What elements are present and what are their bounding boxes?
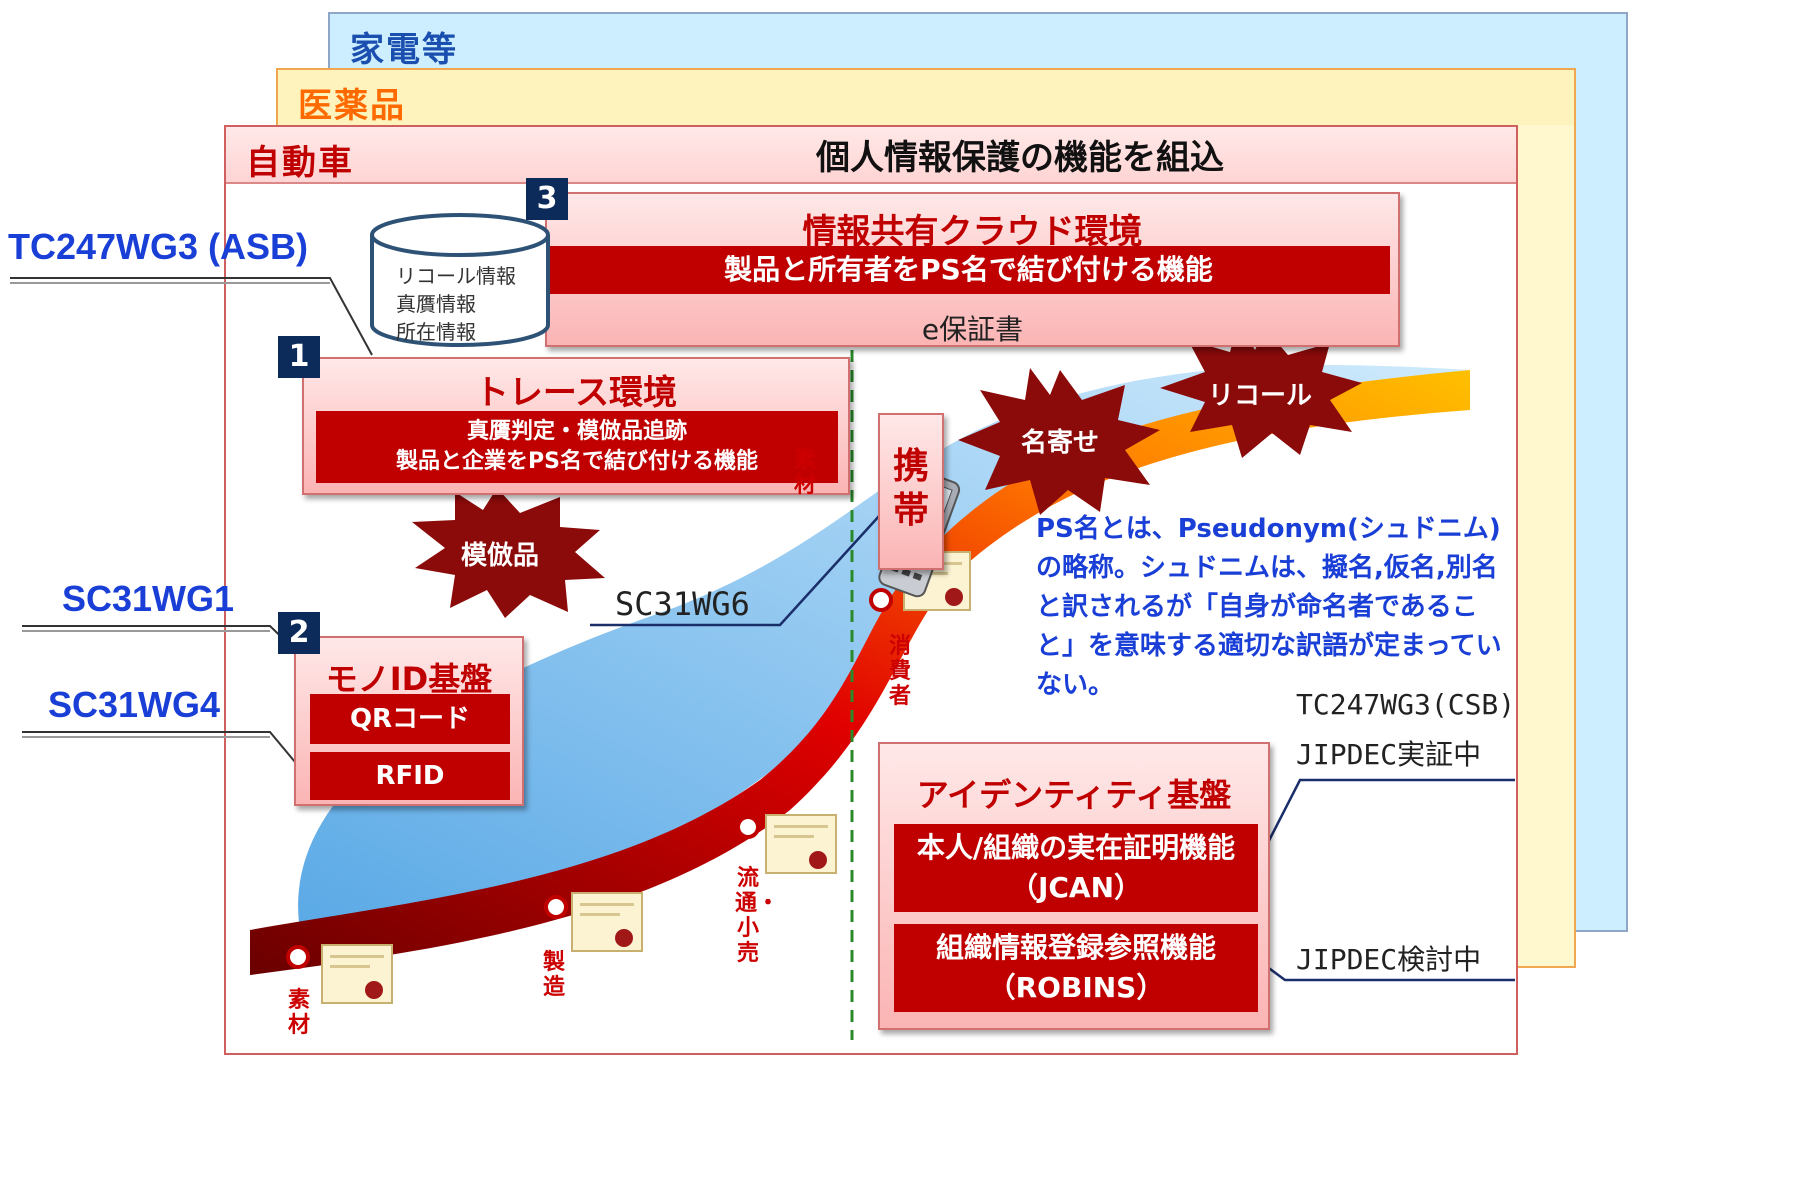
starburst-recall-label: リコール: [1207, 381, 1312, 411]
cloud-ownership-bar: 製品と所有者をPS名で結び付ける機能: [547, 246, 1390, 294]
certificate-icon: [571, 892, 643, 952]
certificate-icon: [765, 814, 837, 874]
main-title: 個人情報保護の機能を組込: [816, 138, 1224, 178]
certificate-icon: [321, 944, 393, 1004]
trace-line-1: 真贋判定・模倣品追跡: [466, 419, 687, 444]
stage-label-sozai: 素材: [287, 988, 310, 1038]
trace-panel-title: トレース環境: [474, 373, 678, 413]
number-badge-3: 3: [526, 178, 568, 220]
label-jipdec-kento: JIPDEC検討中: [1296, 943, 1482, 976]
trace-function-bar: 真贋判定・模倣品追跡 製品と企業をPS名で結び付ける機能: [316, 411, 838, 483]
identity-existence-bar: 本人/組織の実在証明機能（JCAN）: [894, 824, 1258, 912]
mono-id-title: モノID基盤: [325, 660, 493, 698]
cloud-panel-title: 情報共有クラウド環境: [802, 212, 1143, 252]
main-flow-band: [250, 370, 1470, 975]
number-badge-2: 2: [278, 612, 320, 654]
trace-line-2: 製品と企業をPS名で結び付ける機能: [396, 449, 758, 474]
database-line-recall: リコール情報: [396, 264, 516, 288]
stage-label-sozai-small: 素材: [793, 448, 816, 498]
database-cylinder: リコール情報 真贋情報 所在情報: [370, 205, 550, 347]
number-badge-1: 1: [278, 336, 320, 378]
label-jipdec-jissho: JIPDEC実証中: [1296, 738, 1482, 771]
stage-dot-sozai: [286, 945, 310, 969]
label-tc247wg3-csb: TC247WG3(CSB): [1296, 688, 1516, 721]
stage-label-ryutsu: 流通・小売: [735, 866, 780, 966]
connector-tc247-asb: [10, 277, 373, 356]
database-line-authenticity: 真贋情報: [396, 292, 476, 316]
starburst-recall: [1160, 322, 1362, 458]
database-line-location: 所在情報: [396, 320, 476, 344]
label-sc31wg6: SC31WG6: [615, 585, 750, 623]
mobile-label-box: 携帯: [878, 413, 944, 570]
qr-code-bar: QRコード: [310, 694, 510, 744]
identity-panel: アイデンティティ基盤 本人/組織の実在証明機能（JCAN） 組織情報登録参照機能…: [878, 742, 1270, 1030]
connector-sc31wg4: [22, 731, 311, 781]
identity-title: アイデンティティ基盤: [916, 776, 1232, 814]
starburst-mohouhin-label: 模倣品: [460, 541, 539, 571]
mobile-label: 携帯: [892, 446, 929, 531]
starburst-nayose: [958, 368, 1160, 515]
mono-id-panel: モノID基盤 QRコード RFID: [294, 636, 524, 806]
trace-panel: トレース環境 真贋判定・模倣品追跡 製品と企業をPS名で結び付ける機能: [302, 357, 850, 495]
layer-pharma-title: 医薬品: [298, 86, 406, 126]
stage-dot-shohisha: [869, 588, 893, 612]
pseudonym-note: PS名とは、Pseudonym(シュドニム)の略称。シュドニムは、擬名,仮名,別…: [1036, 514, 1502, 700]
e-warranty-label: e保証書: [921, 313, 1024, 346]
starburst-mohouhin: [412, 488, 605, 618]
connector-sc31wg6: [590, 514, 881, 627]
stage-label-shohisha: 消費者: [888, 634, 911, 709]
label-sc31wg1: SC31WG1: [62, 578, 235, 619]
layer-appliances-title: 家電等: [350, 30, 458, 70]
rfid-bar: RFID: [310, 752, 510, 800]
layer-automobile-title: 自動車: [246, 143, 354, 183]
organization-registry-bar: 組織情報登録参照機能（ROBINS）: [894, 924, 1258, 1012]
starburst-nayose-label: 名寄せ: [1020, 428, 1099, 458]
stage-dot-ryutsu: [736, 815, 760, 839]
stage-label-seizou: 製造: [542, 950, 565, 1000]
cloud-panel: 情報共有クラウド環境 製品と所有者をPS名で結び付ける機能 e保証書: [545, 192, 1400, 347]
label-sc31wg4: SC31WG4: [48, 684, 221, 725]
connector-csb: [1256, 778, 1515, 863]
stage-dot-seizou: [544, 895, 568, 919]
label-tc247wg3-asb: TC247WG3 (ASB): [8, 226, 309, 267]
